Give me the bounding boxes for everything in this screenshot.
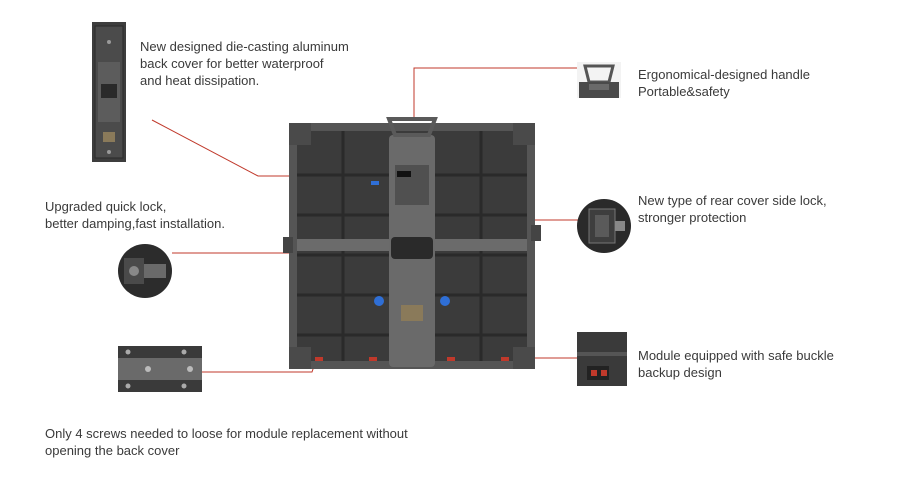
handle-thumbnail xyxy=(577,62,621,98)
callout-quick-lock: Upgraded quick lock, better damping,fast… xyxy=(45,199,225,231)
callout-safe-buckle: Module equipped with safe buckle backup … xyxy=(638,348,834,380)
callout-screws: Only 4 screws needed to loose for module… xyxy=(45,426,408,458)
quick-lock-thumbnail xyxy=(118,244,172,298)
safe-buckle-thumbnail xyxy=(577,332,627,386)
callout-side-lock: New type of rear cover side lock, strong… xyxy=(638,193,827,225)
side-lock-thumbnail xyxy=(577,199,631,253)
callout-handle: Ergonomical-designed handle Portable&saf… xyxy=(638,67,811,99)
callout-back-cover: New designed die-casting aluminum back c… xyxy=(140,39,349,88)
screws-thumbnail xyxy=(118,346,202,392)
led-cabinet-rear-view xyxy=(283,105,541,375)
back-cover-thumbnail xyxy=(92,22,126,162)
